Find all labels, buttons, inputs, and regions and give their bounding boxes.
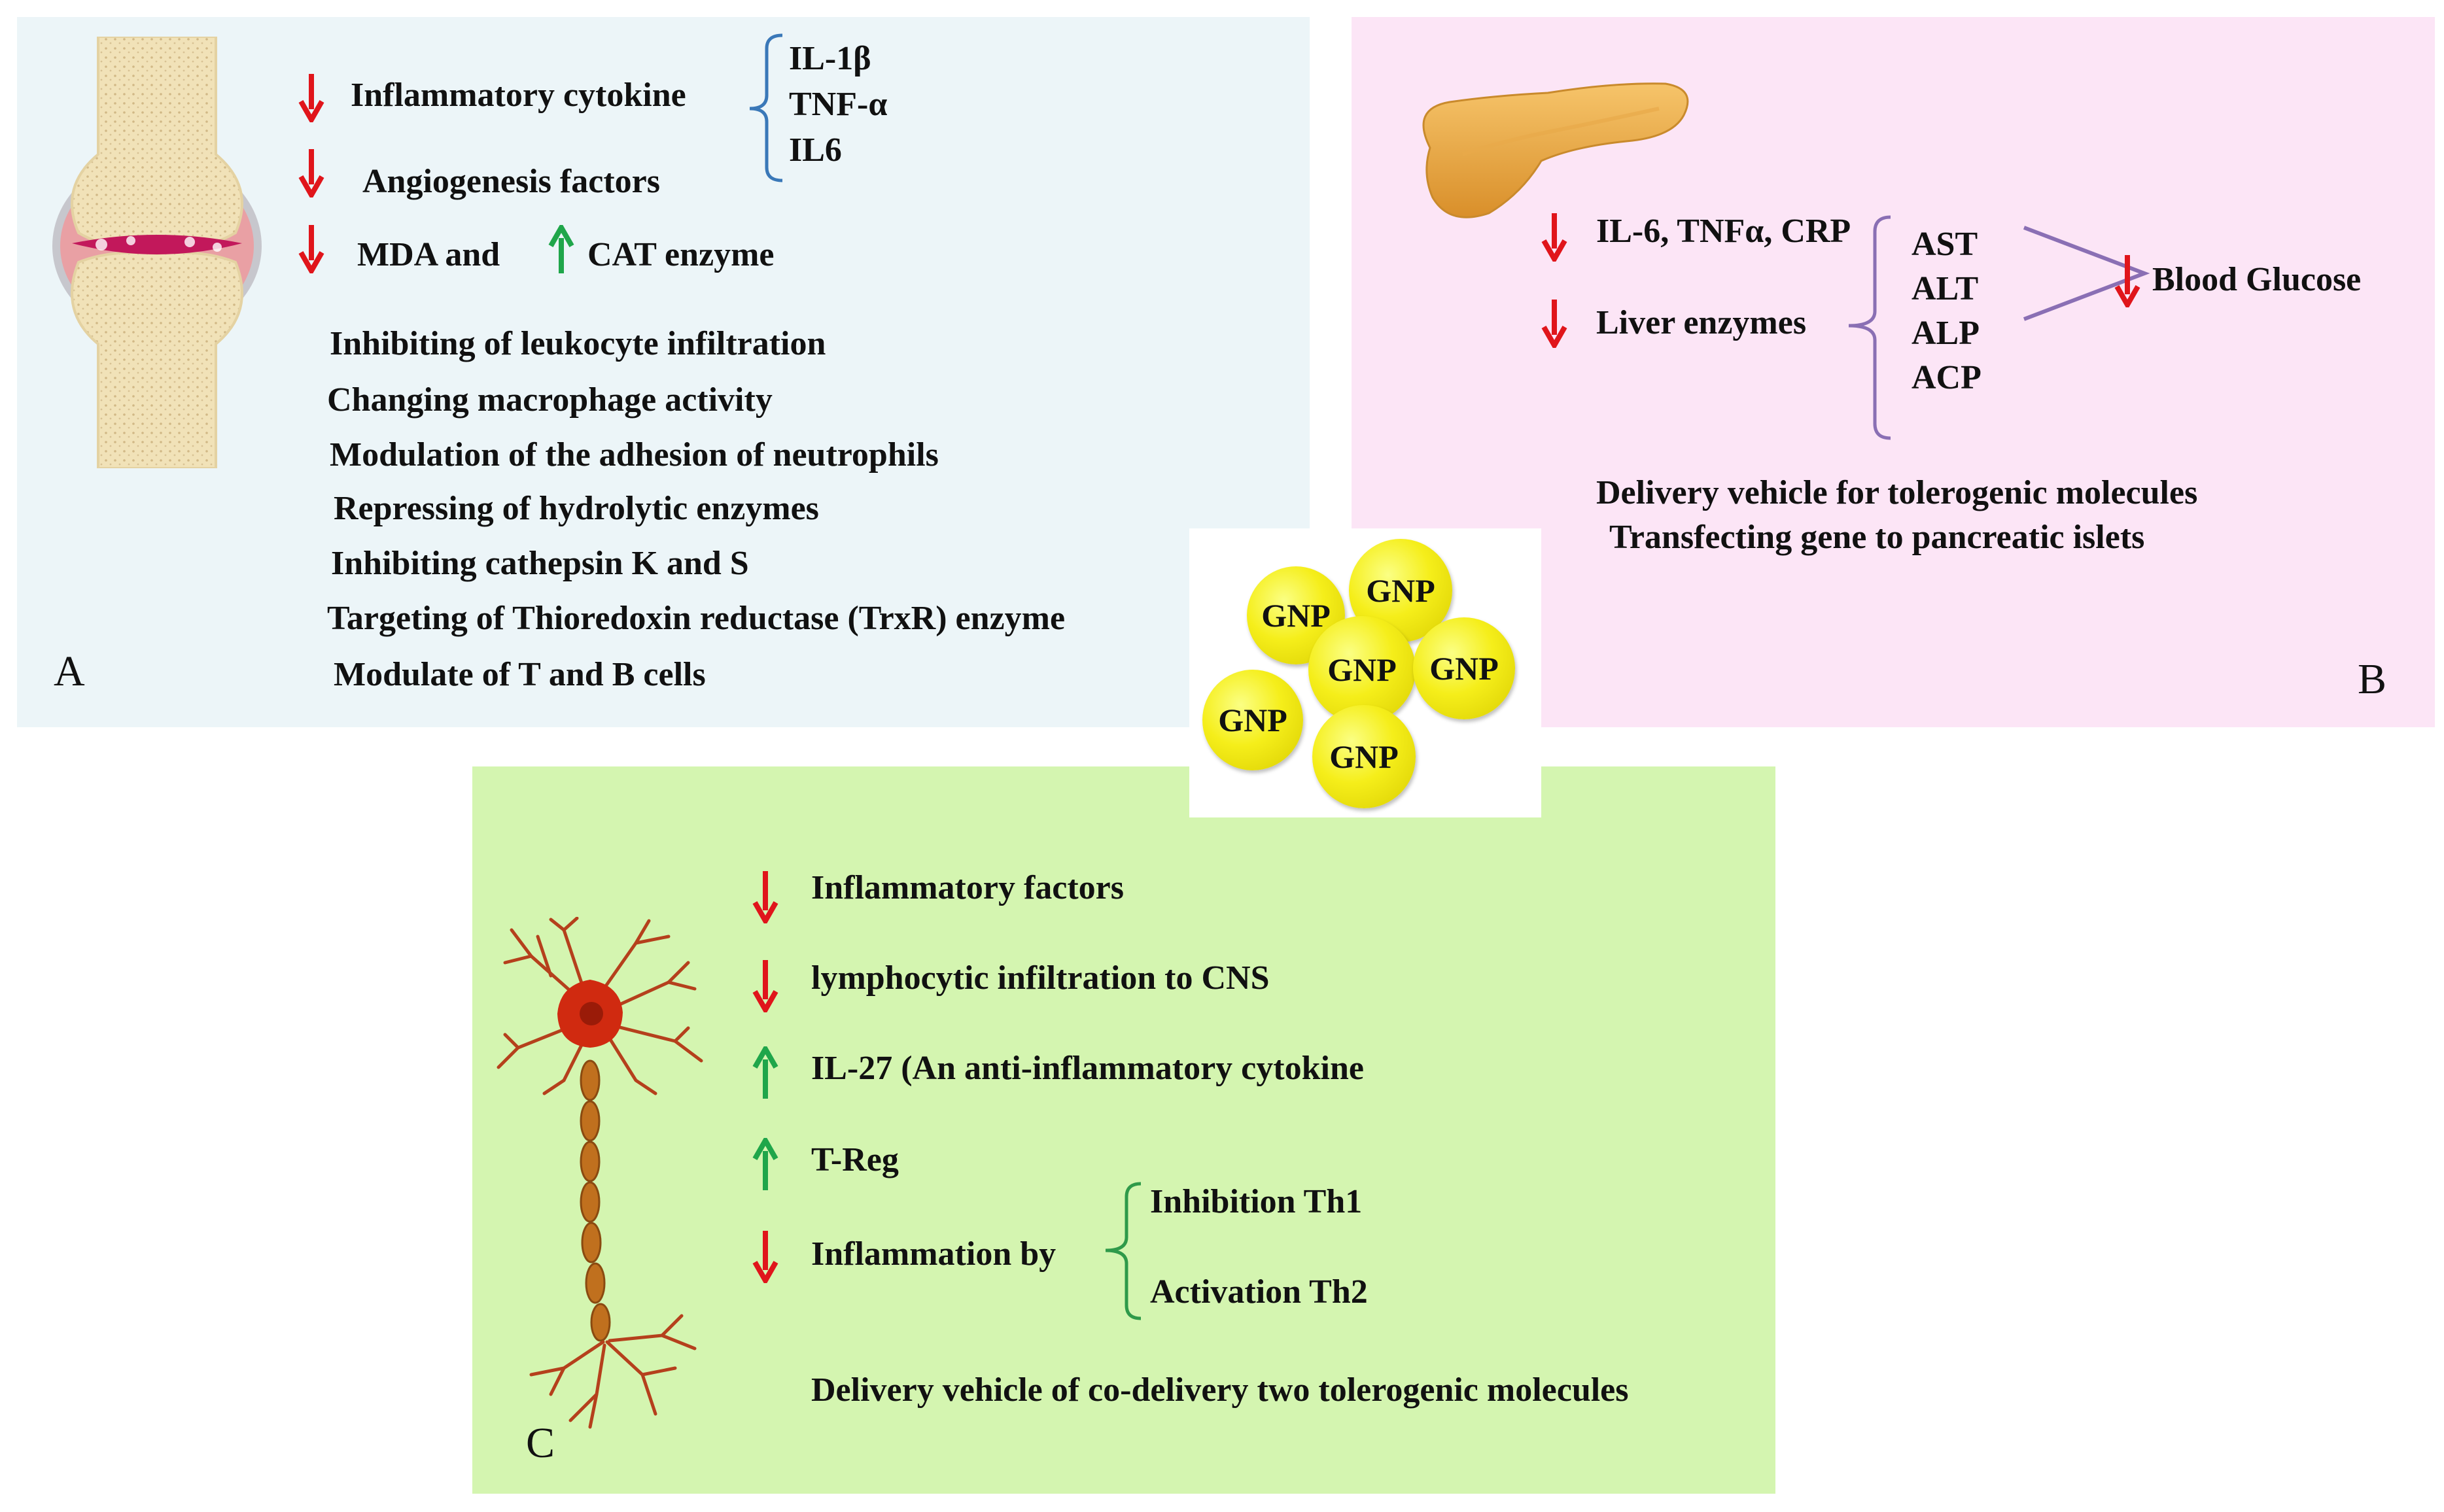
down-arrow-icon: [752, 1231, 778, 1283]
effect-1: Inhibiting of leukocyte infiltration: [330, 325, 826, 362]
down-arrow-icon: [298, 149, 324, 198]
gnp-particle: GNP: [1308, 616, 1416, 723]
panel-label-c: C: [526, 1419, 555, 1467]
enzyme-alt: ALT: [1912, 270, 1979, 307]
th-inhibition: Inhibition Th1: [1150, 1183, 1363, 1220]
up-arrow-icon: [548, 225, 574, 273]
item-t-reg: T-Reg: [811, 1141, 899, 1178]
down-arrow-icon: [752, 871, 778, 923]
note-transfecting-gene: Transfecting gene to pancreatic islets: [1609, 519, 2145, 556]
panel-label-a: A: [54, 647, 85, 695]
item-cat-enzyme: CAT enzyme: [587, 236, 775, 273]
down-arrow-icon: [2114, 255, 2140, 307]
panel-c: Inflammatory factors lymphocytic infiltr…: [472, 766, 1775, 1494]
effect-5: Inhibiting cathepsin K and S: [331, 545, 749, 582]
effect-6: Targeting of Thioredoxin reductase (TrxR…: [327, 600, 1066, 637]
item-mda: MDA and: [357, 236, 500, 273]
panel-label-b: B: [2358, 655, 2387, 703]
th-brace: [1105, 1182, 1142, 1320]
neuron-icon: [497, 917, 703, 1429]
item-inflammatory-cytokine: Inflammatory cytokine: [351, 77, 686, 114]
item-angiogenesis-factors: Angiogenesis factors: [362, 163, 660, 200]
down-arrow-icon: [1541, 300, 1567, 348]
down-arrow-icon: [1541, 213, 1567, 262]
cytokine-tnfa: TNF-α: [789, 86, 888, 123]
effect-3: Modulation of the adhesion of neutrophil…: [330, 436, 939, 473]
cytokine-il6: IL6: [789, 131, 842, 169]
cytokine-brace: [749, 33, 783, 182]
note-delivery-vehicle: Delivery vehicle for tolerogenic molecul…: [1596, 474, 2198, 511]
enzyme-acp: ACP: [1912, 359, 1981, 396]
note-co-delivery: Delivery vehicle of co-delivery two tole…: [811, 1371, 1629, 1409]
converging-lines: [2023, 226, 2150, 321]
enzyme-ast: AST: [1912, 226, 1978, 263]
item-il6-tnfa-crp: IL-6, TNFα, CRP: [1596, 213, 1851, 250]
item-lymphocytic-infiltration: lymphocytic infiltration to CNS: [811, 959, 1270, 997]
down-arrow-icon: [298, 225, 324, 273]
pancreas-icon: [1422, 82, 1689, 218]
gnp-cluster: GNP GNP GNP GNP GNP GNP: [1189, 528, 1541, 817]
gnp-particle: GNP: [1312, 705, 1416, 808]
item-il27: IL-27 (An anti-inflammatory cytokine: [811, 1050, 1364, 1087]
down-arrow-icon: [298, 74, 324, 122]
up-arrow-icon: [752, 1138, 778, 1190]
item-inflammatory-factors: Inflammatory factors: [811, 869, 1124, 906]
item-liver-enzymes: Liver enzymes: [1596, 304, 1807, 341]
th-activation: Activation Th2: [1150, 1273, 1368, 1311]
effect-7: Modulate of T and B cells: [334, 656, 706, 693]
knee-joint-icon: [52, 37, 262, 468]
gnp-particle: GNP: [1202, 670, 1303, 770]
up-arrow-icon: [752, 1046, 778, 1099]
enzyme-brace: [1848, 215, 1891, 440]
panel-a: Inflammatory cytokine Angiogenesis facto…: [17, 17, 1310, 727]
effect-4: Repressing of hydrolytic enzymes: [334, 490, 819, 527]
result-blood-glucose: Blood Glucose: [2152, 261, 2362, 298]
gnp-particle: GNP: [1413, 617, 1515, 719]
effect-2: Changing macrophage activity: [327, 381, 773, 419]
cytokine-il1b: IL-1β: [789, 40, 871, 77]
enzyme-alp: ALP: [1912, 315, 1980, 352]
item-inflammation-by: Inflammation by: [811, 1235, 1056, 1273]
down-arrow-icon: [752, 960, 778, 1012]
